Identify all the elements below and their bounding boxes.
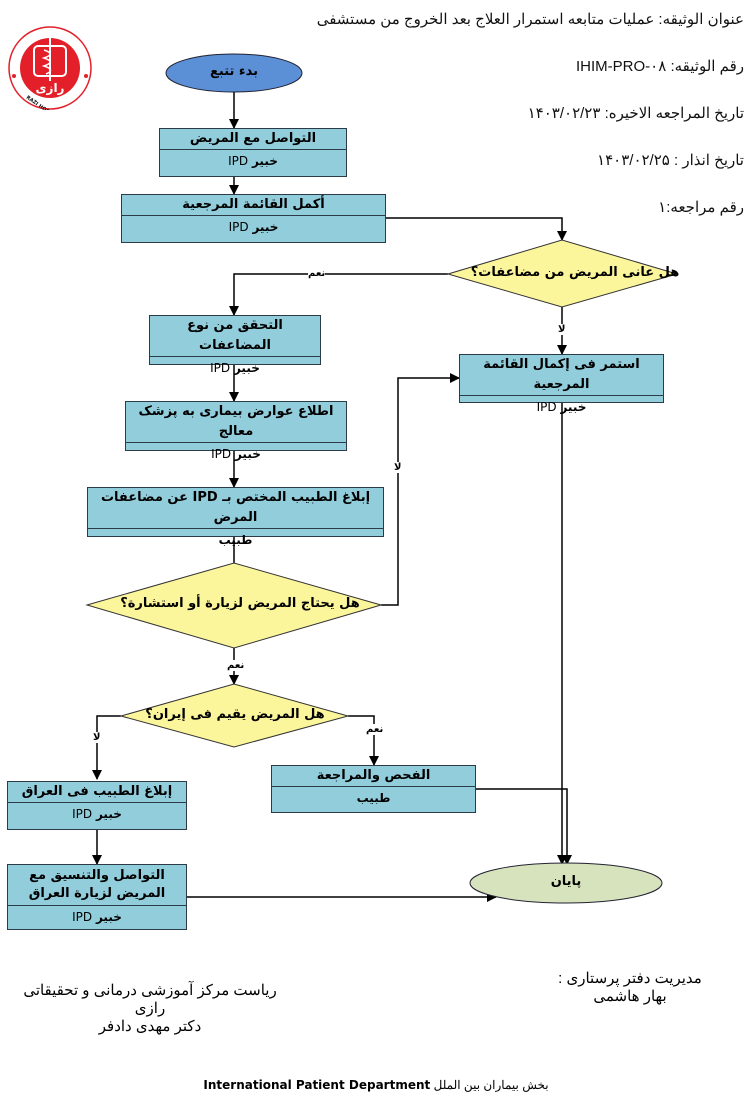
step-contact-patient: التواصل مع المریض خبیر IPD xyxy=(159,128,347,177)
edge-decision3-no xyxy=(92,715,121,780)
step-title: إبلاغ الطبیب المختص بـ IPD عن مضاعفات ال… xyxy=(88,488,383,529)
edge-exam-to-end xyxy=(476,788,572,865)
step-title: التحقق من نوع المضاعفات xyxy=(150,316,320,357)
step-verify-complications: التحقق من نوع المضاعفات خبیر IPD xyxy=(149,315,321,375)
step-title: اطلاع عوارض بیماری به پزشک معالج xyxy=(126,402,346,443)
signature-director: ریاست مرکز آموزشی درمانی و تحقیقاتی رازی… xyxy=(10,982,290,1036)
edge-label-no: لا xyxy=(558,324,566,335)
step-role: خبیر IPD xyxy=(228,154,278,168)
step-exam-review: الفحص والمراجعة طبیب xyxy=(271,765,476,813)
decision3-label: هل المریض یقیم فی إیران؟ xyxy=(145,707,325,722)
edge-label-yes: نعم xyxy=(366,724,384,735)
edge-decision1-yes xyxy=(229,273,448,316)
edge-label-yes: نعم xyxy=(227,660,245,671)
edge-label-no: لا xyxy=(93,732,101,743)
razi-hospital-logo: رازی RAZI HOSPITAL xyxy=(8,26,92,110)
step-role: خبیر IPD xyxy=(210,361,260,375)
step-notify-iraq-doctor: إبلاغ الطبیب فی العراق خبیر IPD xyxy=(7,781,187,830)
step-coordinate-iraq-visit: التواصل والتنسیق مع المریض لزیارة العراق… xyxy=(7,864,187,930)
footer-english: International Patient Department xyxy=(203,1078,431,1092)
step-title: استمر فی إکمال القائمة المرجعیة xyxy=(460,355,663,396)
signature-director-title: ریاست مرکز آموزشی درمانی و تحقیقاتی رازی xyxy=(23,982,277,1017)
step-role: طبیب xyxy=(356,791,391,805)
step-title: التواصل مع المریض xyxy=(160,129,346,150)
step-notify-ipd-doctor: إبلاغ الطبیب المختص بـ IPD عن مضاعفات ال… xyxy=(87,487,384,547)
last-revision-date: تاریخ المراجعه الاخیره: ۱۴۰۳/۰۲/۲۳ xyxy=(527,105,744,122)
step-title: التواصل والتنسیق مع المریض لزیارة العراق xyxy=(8,865,186,906)
step-title: أکمل القائمة المرجعیة xyxy=(122,195,385,216)
end-terminal-shape xyxy=(469,862,663,904)
revision-number: رقم مراجعه:۱ xyxy=(658,199,744,216)
step-role: طبیب xyxy=(218,533,253,547)
footer-persian: بخش بیماران بین الملل xyxy=(433,1078,549,1092)
document-number: رقم الوثیقه: IHIM-PRO-۰۸ xyxy=(576,58,744,75)
end-label: پایان xyxy=(550,874,582,889)
edge-checklist-to-decision1 xyxy=(385,217,567,241)
step-role: خبیر IPD xyxy=(228,220,279,234)
step-role: خبیر IPD xyxy=(72,910,122,924)
signature-nursing-name: بهار هاشمی xyxy=(593,988,667,1005)
signature-director-name: دکتر مهدی دادفر xyxy=(98,1018,202,1035)
edge-decision3-yes xyxy=(348,715,379,766)
decision1-label: هل عانی المریض من مضاعفات؟ xyxy=(470,265,680,280)
logo-center-text: رازی xyxy=(36,81,65,95)
edge-decision2-no xyxy=(381,373,460,606)
edge-label-no: لا xyxy=(394,462,402,473)
decision3-shape xyxy=(119,683,350,748)
signature-nursing-title: مدیریت دفتر پرستاری : xyxy=(558,970,702,987)
step-complete-checklist: أکمل القائمة المرجعیة خبیر IPD xyxy=(121,194,386,243)
footer: بخش بیماران بین الملل International Pati… xyxy=(0,1078,752,1092)
start-label: بدء تتبع xyxy=(210,64,258,79)
start-terminal-shape xyxy=(165,53,303,93)
edge-label-yes: نعم xyxy=(308,268,326,279)
step-title: إبلاغ الطبیب فی العراق xyxy=(8,782,186,803)
step-inform-symptoms: اطلاع عوارض بیماری به پزشک معالج خبیر IP… xyxy=(125,401,347,461)
step-role: خبیر IPD xyxy=(72,807,122,821)
step-role: خبیر IPD xyxy=(536,400,587,414)
step-continue-checklist: استمر فی إکمال القائمة المرجعیة خبیر IPD xyxy=(459,354,664,414)
step-title: الفحص والمراجعة xyxy=(272,766,475,787)
step-role: خبیر IPD xyxy=(211,447,261,461)
signature-nursing: مدیریت دفتر پرستاری : بهار هاشمی xyxy=(540,970,720,1006)
decision1-shape xyxy=(446,239,679,308)
decision2-label: هل یحتاج المریض لزیارة أو استشارة؟ xyxy=(120,596,360,611)
decision2-shape xyxy=(85,562,383,649)
notice-date: تاریخ انذار : ۱۴۰۳/۰۲/۲۵ xyxy=(597,152,744,169)
document-title: عنوان الوثیقه: عملیات متابعه استمرار الع… xyxy=(316,11,744,28)
